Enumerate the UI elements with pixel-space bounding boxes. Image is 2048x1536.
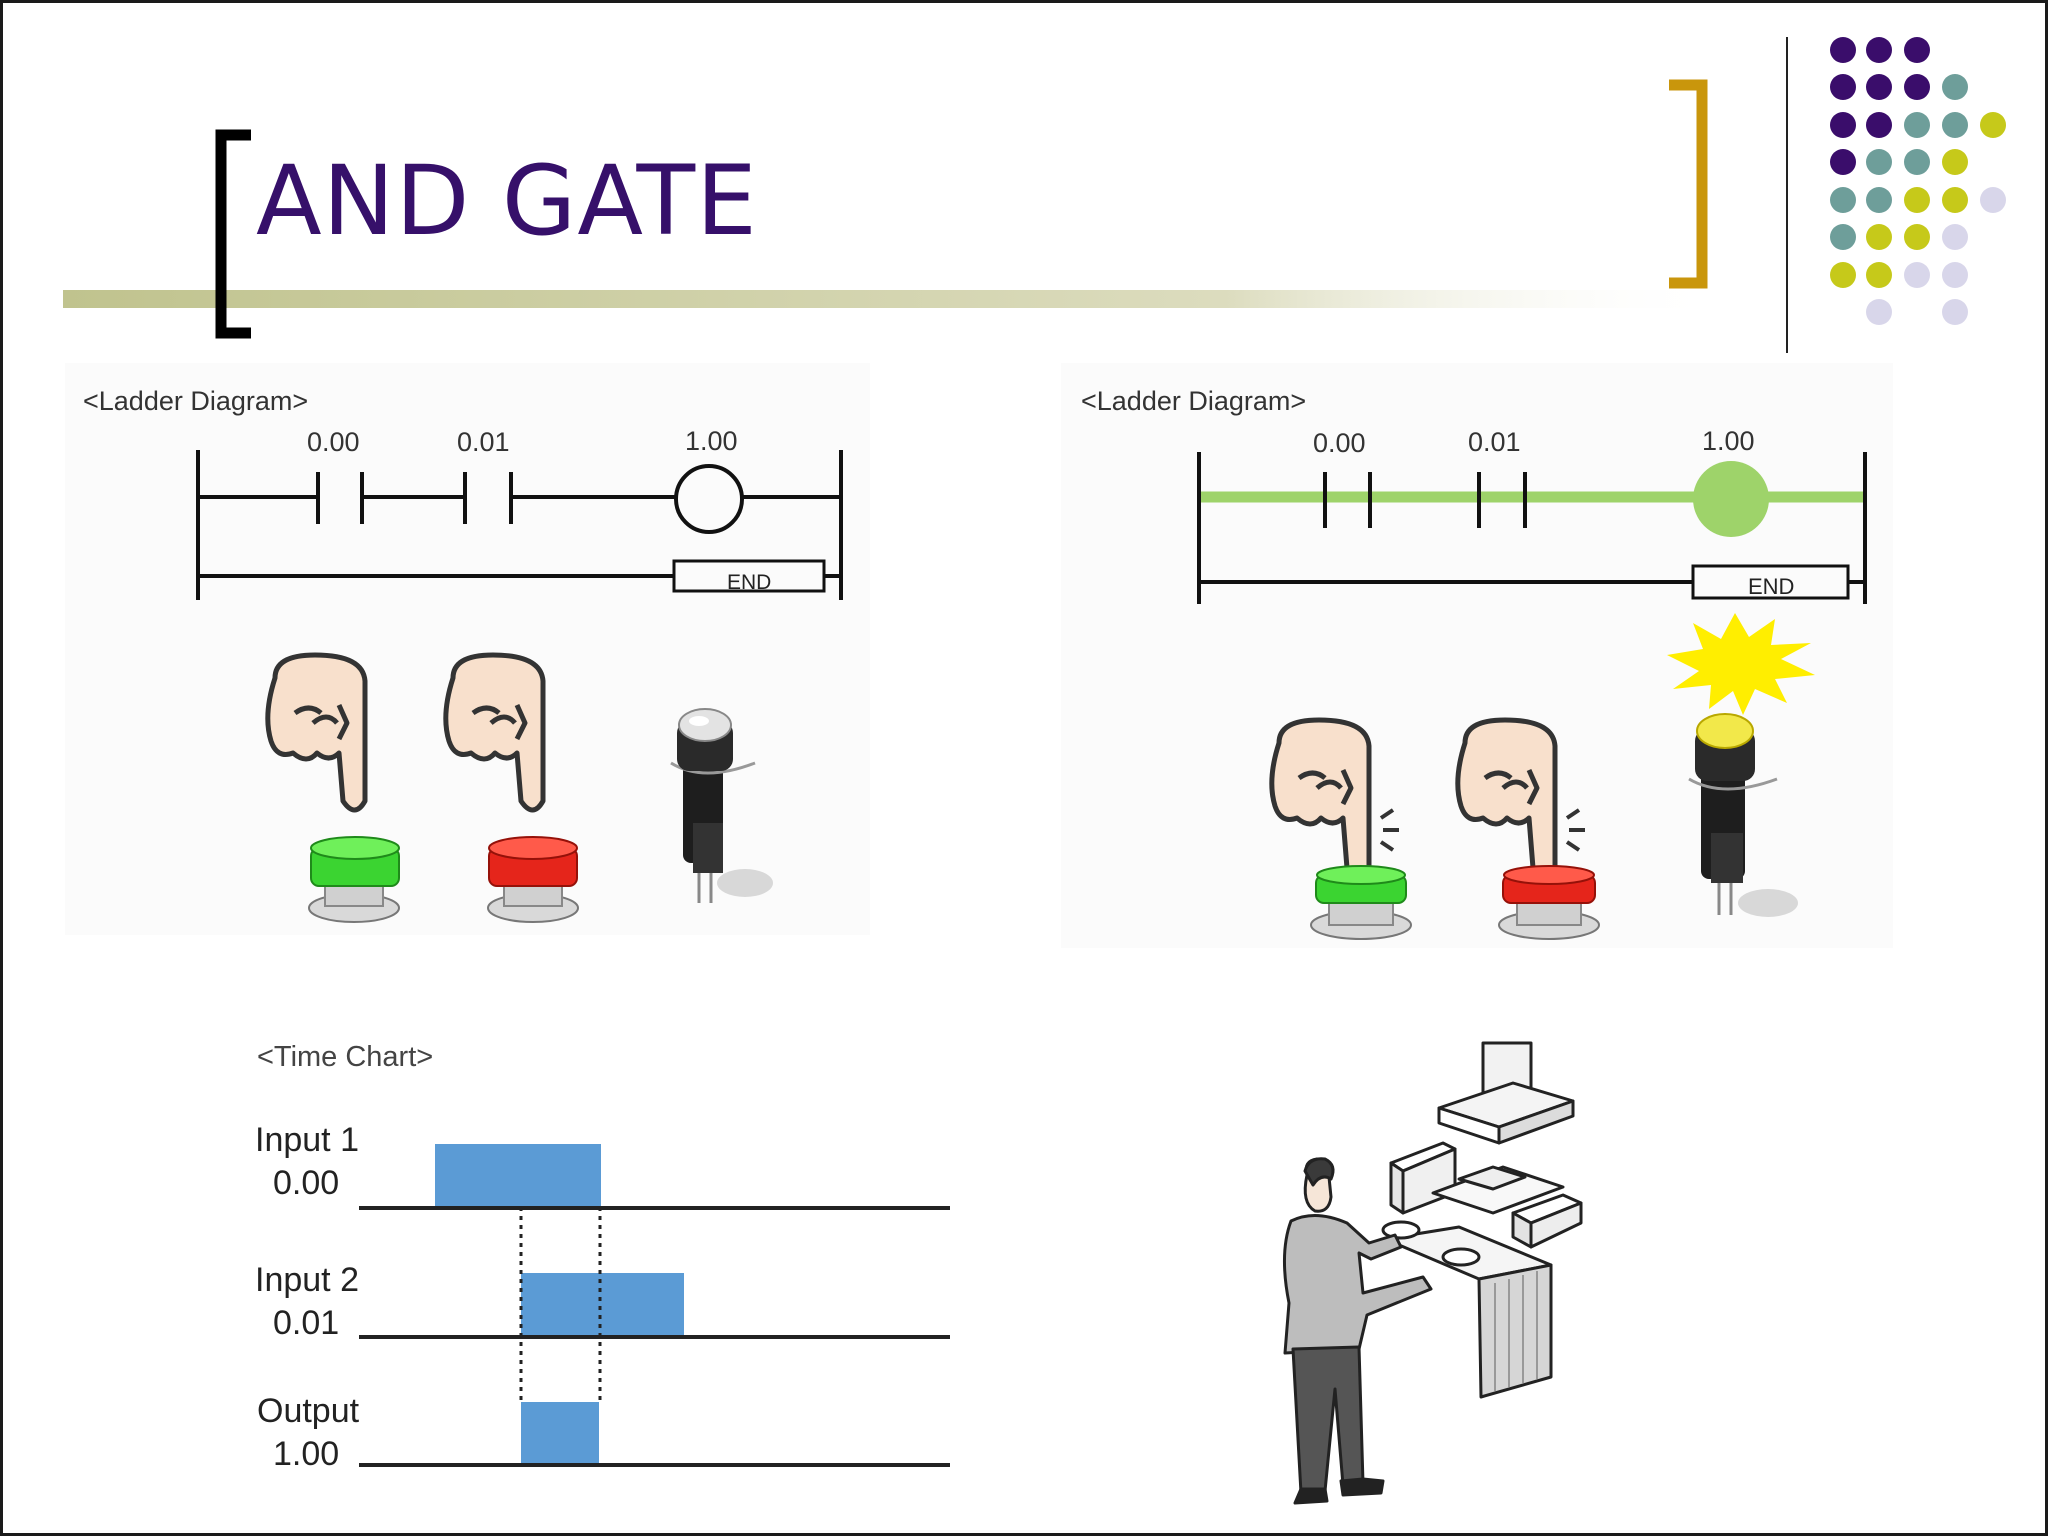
decor-dot [1942, 299, 1968, 325]
decor-dot [1830, 224, 1856, 250]
decor-dot [1942, 149, 1968, 175]
hand-1-off [265, 652, 368, 813]
decor-dot [1866, 262, 1892, 288]
right-bracket [1669, 79, 1708, 289]
coil-on [1693, 461, 1769, 537]
decor-dot [1904, 187, 1930, 213]
green-button-off [308, 836, 400, 923]
hand-2-pressing [1455, 717, 1585, 880]
decor-dot [1866, 37, 1892, 63]
decor-dot [1866, 187, 1892, 213]
green-button-on [1310, 865, 1412, 940]
decor-dot [1866, 299, 1892, 325]
decor-dot [1830, 149, 1856, 175]
decor-dot [1904, 224, 1930, 250]
ladder-off-heading: <Ladder Diagram> [83, 386, 308, 416]
contact-2-address-on: 0.01 [1468, 427, 1521, 457]
dot-grid [1830, 37, 2006, 325]
pilot-lamp-on [1688, 713, 1798, 917]
red-button-off [487, 836, 579, 923]
row-2-name: Input 2 [255, 1261, 359, 1299]
red-button-on [1498, 865, 1600, 940]
title-underline [63, 290, 1723, 308]
row-3-address: 1.00 [273, 1435, 339, 1473]
decor-dot [1942, 224, 1968, 250]
ladder-on-heading: <Ladder Diagram> [1081, 386, 1306, 416]
input-1-pulse [435, 1144, 601, 1207]
decor-dot [1904, 262, 1930, 288]
decor-dot [1942, 187, 1968, 213]
contact-1-address-on: 0.00 [1313, 428, 1366, 458]
coil-address-on: 1.00 [1702, 426, 1755, 456]
input-2-pulse [521, 1273, 684, 1337]
decor-dot [1942, 74, 1968, 100]
decor-dot [1830, 187, 1856, 213]
left-bracket [215, 129, 251, 339]
decor-dot [1830, 74, 1856, 100]
decor-dot [1866, 74, 1892, 100]
contact-1-address: 0.00 [307, 427, 360, 457]
decor-dot [1942, 262, 1968, 288]
row-1-name: Input 1 [255, 1121, 359, 1159]
time-chart: <Time Chart> Input 1 0.00 Input 2 0.01 O… [255, 1041, 950, 1473]
operator-press-icon [1283, 1041, 1583, 1505]
end-label-on: END [1748, 574, 1794, 599]
decor-dot [1866, 149, 1892, 175]
decor-dot [1866, 112, 1892, 138]
ladder-panel-off: <Ladder Diagram> 0.00 0.01 1.00 END [65, 363, 870, 935]
slide-title: AND GATE [256, 145, 758, 257]
row-2-address: 0.01 [273, 1304, 339, 1342]
decor-dot [1980, 112, 2006, 138]
hand-2-off [443, 652, 546, 813]
row-1-address: 0.00 [273, 1164, 339, 1202]
pilot-lamp-off [670, 708, 773, 903]
decor-dot [1830, 37, 1856, 63]
decor-dot [1904, 149, 1930, 175]
title-decoration [63, 37, 1788, 353]
light-burst [1667, 613, 1815, 715]
end-label-off: END [727, 571, 771, 594]
row-3-name: Output [257, 1392, 360, 1430]
decor-dot [1980, 187, 2006, 213]
time-chart-heading: <Time Chart> [257, 1041, 433, 1073]
decor-dot [1904, 74, 1930, 100]
decor-dot [1904, 37, 1930, 63]
decor-dot [1942, 112, 1968, 138]
decor-dot [1830, 262, 1856, 288]
hand-1-pressing [1269, 717, 1399, 880]
ladder-panel-on: <Ladder Diagram> 0.00 0.01 1.00 END [1061, 363, 1893, 948]
decor-dot [1866, 224, 1892, 250]
decor-dot [1904, 112, 1930, 138]
output-pulse [521, 1402, 599, 1466]
contact-2-address: 0.01 [457, 427, 510, 457]
decor-dot [1830, 112, 1856, 138]
coil-off [674, 464, 744, 534]
coil-address: 1.00 [685, 426, 738, 456]
